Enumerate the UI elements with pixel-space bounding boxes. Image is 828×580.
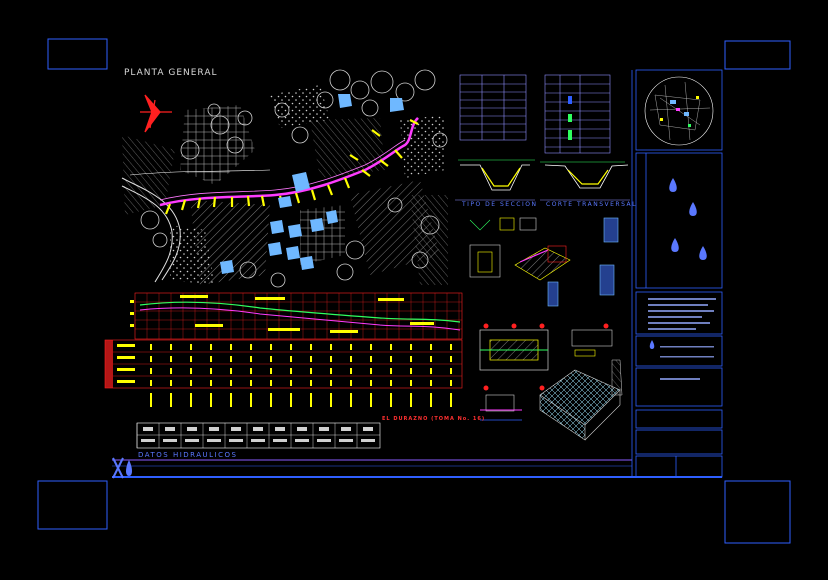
logo-icon xyxy=(112,457,132,479)
pipeline-route xyxy=(159,117,419,207)
water-drop-icon xyxy=(669,178,707,260)
profile-note: EL DURAZNO (TOMA No. 16) xyxy=(382,416,486,422)
corner-boxes xyxy=(37,38,791,544)
north-arrow-icon xyxy=(140,94,172,133)
corner-box-top-right xyxy=(724,40,791,70)
corner-box-bottom-left xyxy=(37,480,108,530)
station-data-grid xyxy=(104,339,463,407)
hydraulic-data-label: DATOS HIDRAULICOS xyxy=(138,451,238,459)
title-block xyxy=(635,69,723,478)
sheet-frame xyxy=(112,70,722,478)
longitudinal-profile xyxy=(130,292,463,340)
data-table-1 xyxy=(459,74,527,141)
plan-title: PLANTA GENERAL xyxy=(124,68,218,78)
title-block-notes xyxy=(648,298,716,380)
corner-box-top-left xyxy=(47,38,108,70)
data-table-2 xyxy=(544,74,611,154)
hydraulic-data-table xyxy=(136,422,381,449)
tank-details xyxy=(479,323,623,441)
construction-details xyxy=(469,217,619,307)
cross-section-detail xyxy=(540,161,630,201)
corner-box-bottom-right xyxy=(724,480,791,544)
section-type-detail xyxy=(455,159,535,201)
cross-section-label: CORTE TRANSVERSAL xyxy=(546,201,637,208)
location-map xyxy=(644,76,714,146)
site-plan xyxy=(121,69,448,288)
section-type-label: TIPO DE SECCION xyxy=(462,201,538,208)
